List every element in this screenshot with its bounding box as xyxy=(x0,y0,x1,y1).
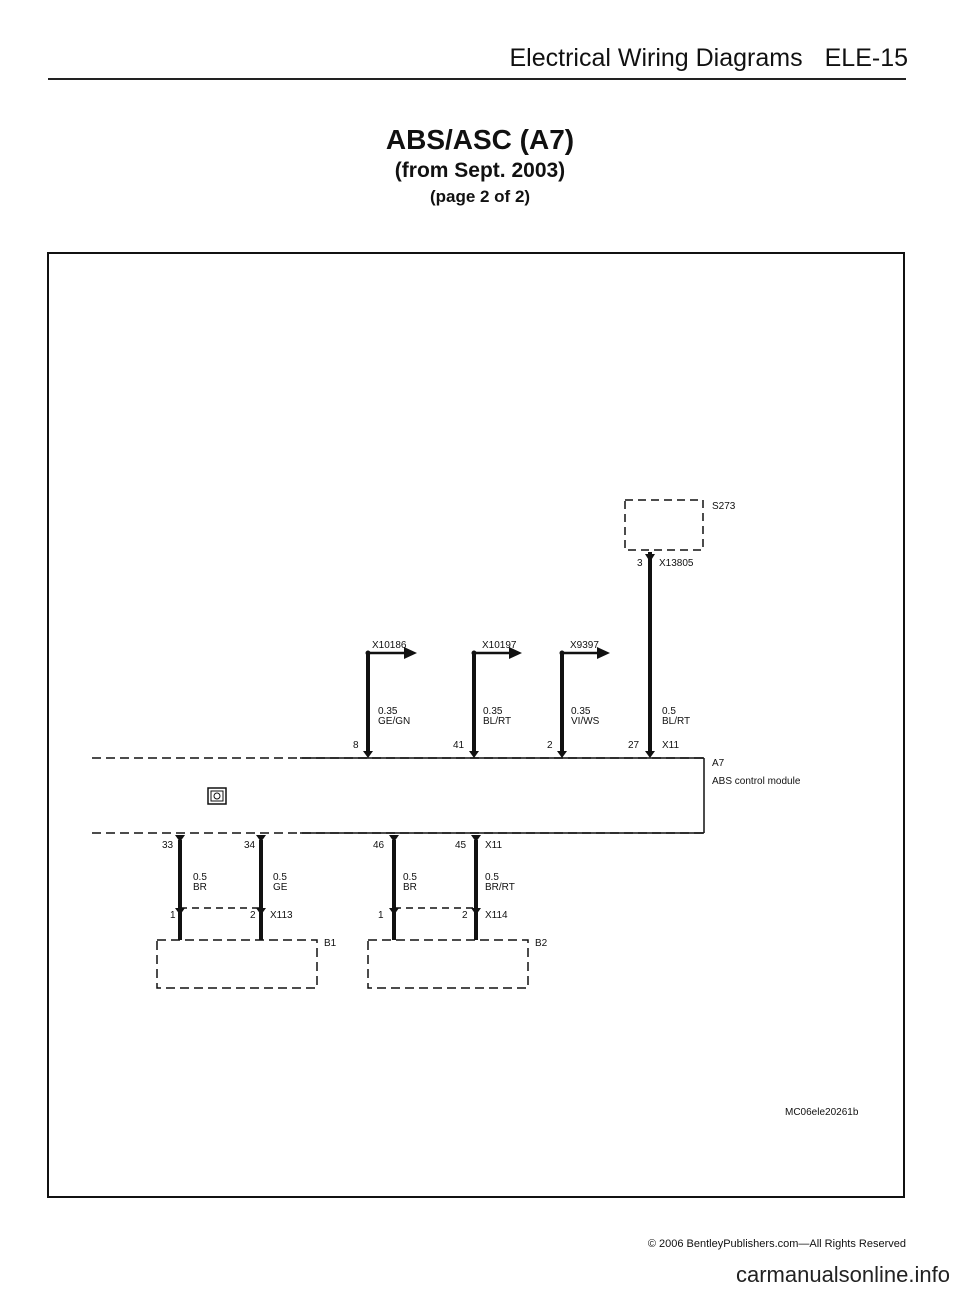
switch-s273-connector: X13805 xyxy=(659,558,694,569)
connector-x114-pin-a: 1 xyxy=(378,910,384,921)
wire-46-gauge: 0.5 xyxy=(403,872,417,883)
diagram-titles: ABS/ASC (A7) (from Sept. 2003) (page 2 o… xyxy=(0,123,960,209)
wire-x10186-pin: 8 xyxy=(353,740,359,751)
bottom-connector-x11: X11 xyxy=(485,840,502,851)
header-title: Electrical Wiring Diagrams xyxy=(509,44,803,72)
pin-mark-45 xyxy=(471,835,481,842)
connector-x9397-arrow-head xyxy=(597,647,610,659)
wire-s273-pin: 27 xyxy=(628,740,640,751)
wire-x10186-color: GE/GN xyxy=(378,716,410,727)
connector-x114-pin-b: 2 xyxy=(462,910,468,921)
wire-s273-connector: X11 xyxy=(662,740,679,751)
page-header: Electrical Wiring Diagrams ELE-15 xyxy=(509,44,908,73)
wire-x10197-pin: 41 xyxy=(453,740,465,751)
switch-s273-pin: 3 xyxy=(637,558,643,569)
header-section: ELE-15 xyxy=(824,44,908,72)
sensor-b1-label: B1 xyxy=(324,938,337,949)
sensor-b2-label: B2 xyxy=(535,938,548,949)
connector-x10186-arrow-head xyxy=(404,647,417,659)
wire-34-gauge: 0.5 xyxy=(273,872,287,883)
pin-mark-34 xyxy=(256,835,266,842)
diagram-page-number: (page 2 of 2) xyxy=(429,187,531,206)
diagram-code: MC06ele20261b xyxy=(785,1107,859,1118)
wire-x9397-pin: 2 xyxy=(547,740,553,751)
header-rule xyxy=(48,78,906,80)
switch-s273-box xyxy=(624,499,704,551)
sensor-b2-box xyxy=(367,939,529,989)
pin-mark-33 xyxy=(175,835,185,842)
connector-x113-pin2-mark xyxy=(256,908,266,915)
wire-x9397-color: VI/WS xyxy=(571,716,600,727)
bottom-pin-46: 46 xyxy=(373,840,385,851)
connector-x114-label: X114 xyxy=(485,910,508,921)
switch-s273-label: S273 xyxy=(712,501,736,512)
connector-x114-pin1-mark xyxy=(389,908,399,915)
connector-x114-pin2-mark xyxy=(471,908,481,915)
watermark-text: carmanualsonline.info xyxy=(735,1262,950,1287)
pin-mark-2 xyxy=(557,751,567,758)
bottom-pin-45: 45 xyxy=(455,840,467,851)
diagram-title: ABS/ASC (A7) xyxy=(385,124,575,155)
wire-45-color: BR/RT xyxy=(485,882,515,893)
wire-s273-color: BL/RT xyxy=(662,716,690,727)
module-description: ABS control module xyxy=(712,776,801,787)
connector-x9397-label: X9397 xyxy=(570,640,599,651)
wire-s273-gauge: 0.5 xyxy=(662,706,676,717)
pin-mark-46 xyxy=(389,835,399,842)
pin-mark-8 xyxy=(363,751,373,758)
diagram-subtitle: (from Sept. 2003) xyxy=(394,159,566,182)
pin-mark-27 xyxy=(645,751,655,758)
bottom-pin-33: 33 xyxy=(162,840,174,851)
connector-x10197-arrow-head xyxy=(509,647,522,659)
wire-33-color: BR xyxy=(193,882,207,893)
connector-x113-pin1-mark xyxy=(175,908,185,915)
connector-x10186-label: X10186 xyxy=(372,640,407,651)
connector-x113-pin-a: 1 xyxy=(170,910,176,921)
wire-45-gauge: 0.5 xyxy=(485,872,499,883)
diagram-frame xyxy=(47,252,905,1198)
wire-46-color: BR xyxy=(403,882,417,893)
module-id: A7 xyxy=(712,758,725,769)
wire-x10197-gauge: 0.35 xyxy=(483,706,503,717)
wire-x10186-gauge: 0.35 xyxy=(378,706,398,717)
wire-33-gauge: 0.5 xyxy=(193,872,207,883)
wire-x10197-color: BL/RT xyxy=(483,716,511,727)
connector-x10197-label: X10197 xyxy=(482,640,517,651)
control-unit-icon xyxy=(207,787,227,805)
copyright-notice: © 2006 BentleyPublishers.com—All Rights … xyxy=(647,1238,906,1250)
pin-mark-41 xyxy=(469,751,479,758)
connector-x113-pin-b: 2 xyxy=(250,910,256,921)
connector-x113-label: X113 xyxy=(270,910,293,921)
bottom-pin-34: 34 xyxy=(244,840,256,851)
wire-34-color: GE xyxy=(273,882,288,893)
sensor-b1-box xyxy=(156,939,318,989)
wire-x9397-gauge: 0.35 xyxy=(571,706,591,717)
